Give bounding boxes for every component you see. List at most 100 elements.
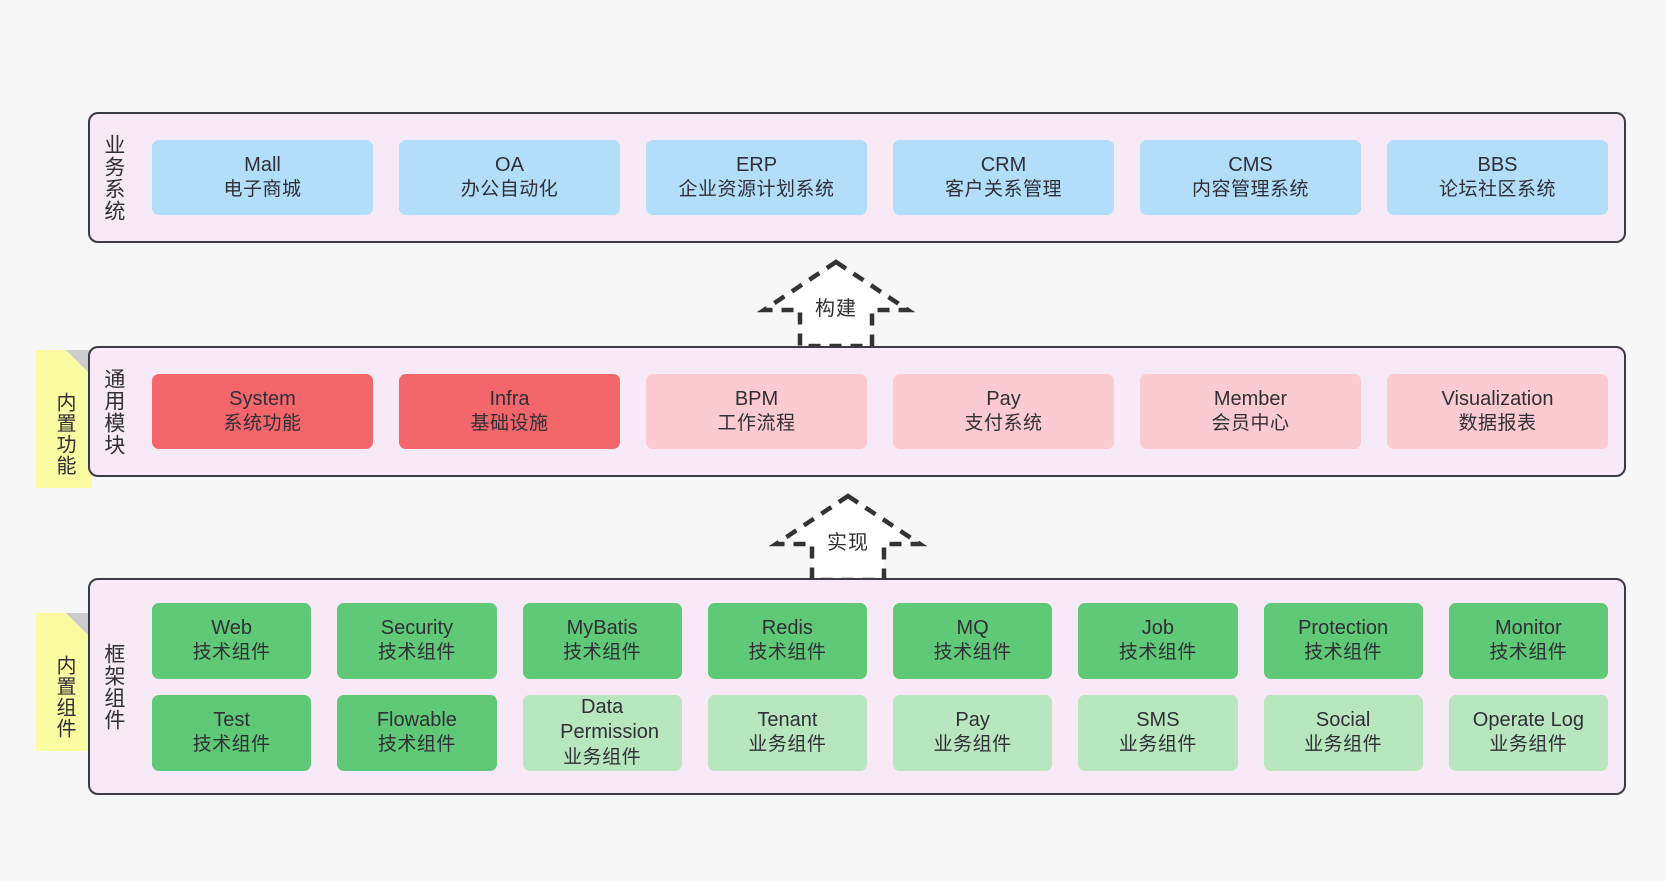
box-title: Operate Log — [1472, 708, 1584, 731]
box-protection[interactable]: Protection 技术组件 — [1263, 602, 1423, 679]
note-fold-corner-icon — [66, 350, 92, 376]
box-subtitle: 工作流程 — [717, 413, 796, 435]
box-title: Data Permission — [560, 695, 660, 744]
box-subtitle: 业务组件 — [563, 746, 642, 768]
layer-label-common-module: 通用模块 — [101, 367, 125, 456]
sticky-note-builtin-component: 内置组件 — [36, 613, 92, 751]
box-test[interactable]: Test 技术组件 — [152, 694, 312, 771]
sticky-note-builtin-function: 内置功能 — [36, 350, 92, 488]
box-subtitle: 技术组件 — [748, 642, 827, 664]
box-mybatis[interactable]: MyBatis 技术组件 — [522, 602, 682, 679]
layer-body-common-module: System 系统功能 Infra 基础设施 BPM 工作流程 Pay 支付系统… — [136, 348, 1624, 475]
layer-body-business-system: Mall 电子商城 OA 办公自动化 ERP 企业资源计划系统 CRM 客户关系… — [136, 114, 1624, 241]
box-tenant[interactable]: Tenant 业务组件 — [707, 694, 867, 771]
box-title: Flowable — [376, 708, 457, 731]
box-member[interactable]: Member 会员中心 — [1140, 374, 1361, 449]
box-bpm[interactable]: BPM 工作流程 — [646, 374, 867, 449]
box-title: Pay — [986, 387, 1021, 410]
box-sms[interactable]: SMS 业务组件 — [1078, 694, 1238, 771]
box-subtitle: 论坛社区系统 — [1438, 179, 1556, 201]
box-row: Test 技术组件 Flowable 技术组件 Data Permission … — [152, 694, 1608, 771]
connector-label: 实现 — [827, 531, 869, 554]
box-title: CMS — [1228, 153, 1273, 176]
box-title: BBS — [1477, 153, 1518, 176]
box-mall[interactable]: Mall 电子商城 — [152, 140, 373, 215]
box-subtitle: 技术组件 — [933, 642, 1012, 664]
box-subtitle: 技术组件 — [1118, 642, 1197, 664]
box-title: MQ — [956, 616, 989, 639]
box-subtitle: 技术组件 — [192, 734, 271, 756]
box-subtitle: 数据报表 — [1458, 413, 1537, 435]
box-row: System 系统功能 Infra 基础设施 BPM 工作流程 Pay 支付系统… — [152, 374, 1608, 449]
box-title: Protection — [1298, 616, 1389, 639]
box-title: SMS — [1136, 708, 1180, 731]
box-subtitle: 业务组件 — [1489, 734, 1568, 756]
box-row: Web 技术组件 Security 技术组件 MyBatis 技术组件 Redi… — [152, 602, 1608, 679]
box-subtitle: 技术组件 — [1489, 642, 1568, 664]
box-job[interactable]: Job 技术组件 — [1078, 602, 1238, 679]
layer-label-business-system: 业务系统 — [101, 133, 125, 222]
box-subtitle: 业务组件 — [1118, 734, 1197, 756]
connector-label: 构建 — [815, 297, 857, 320]
box-bbs[interactable]: BBS 论坛社区系统 — [1387, 140, 1608, 215]
layer-common-module: 通用模块 System 系统功能 Infra 基础设施 BPM 工作流程 Pay… — [88, 346, 1626, 477]
box-flowable[interactable]: Flowable 技术组件 — [337, 694, 497, 771]
box-pay[interactable]: Pay 支付系统 — [893, 374, 1114, 449]
note-text: 内置功能 — [53, 392, 75, 476]
box-pay-component[interactable]: Pay 业务组件 — [893, 694, 1053, 771]
box-social[interactable]: Social 业务组件 — [1263, 694, 1423, 771]
box-mq[interactable]: MQ 技术组件 — [893, 602, 1053, 679]
box-subtitle: 技术组件 — [1304, 642, 1383, 664]
box-title: Monitor — [1495, 616, 1562, 639]
box-title: Tenant — [757, 708, 818, 731]
box-subtitle: 技术组件 — [377, 734, 456, 756]
note-text: 内置组件 — [53, 655, 75, 739]
box-title: Test — [213, 708, 250, 731]
box-redis[interactable]: Redis 技术组件 — [707, 602, 867, 679]
box-subtitle: 会员中心 — [1211, 413, 1290, 435]
box-subtitle: 支付系统 — [964, 413, 1043, 435]
box-title: MyBatis — [566, 616, 638, 639]
box-subtitle: 电子商城 — [223, 179, 302, 201]
box-subtitle: 办公自动化 — [460, 179, 559, 201]
note-fold-corner-icon — [66, 613, 92, 639]
box-data-permission[interactable]: Data Permission 业务组件 — [522, 694, 682, 771]
box-subtitle: 业务组件 — [748, 734, 827, 756]
box-monitor[interactable]: Monitor 技术组件 — [1448, 602, 1608, 679]
box-subtitle: 基础设施 — [470, 413, 549, 435]
layer-framework-component: 框架组件 Web 技术组件 Security 技术组件 MyBatis 技术组件… — [88, 578, 1626, 795]
box-title: Job — [1141, 616, 1174, 639]
box-title: OA — [495, 153, 524, 176]
box-title: BPM — [734, 387, 779, 410]
box-subtitle: 业务组件 — [1304, 734, 1383, 756]
box-title: CRM — [980, 153, 1027, 176]
box-web[interactable]: Web 技术组件 — [152, 602, 312, 679]
box-erp[interactable]: ERP 企业资源计划系统 — [646, 140, 867, 215]
box-subtitle: 技术组件 — [563, 642, 642, 664]
layer-business-system: 业务系统 Mall 电子商城 OA 办公自动化 ERP 企业资源计划系统 CRM… — [88, 112, 1626, 243]
box-subtitle: 系统功能 — [223, 413, 302, 435]
box-subtitle: 内容管理系统 — [1191, 179, 1309, 201]
box-title: System — [229, 387, 296, 410]
box-title: Web — [211, 616, 252, 639]
box-cms[interactable]: CMS 内容管理系统 — [1140, 140, 1361, 215]
box-subtitle: 企业资源计划系统 — [678, 179, 835, 201]
box-subtitle: 技术组件 — [192, 642, 271, 664]
box-oa[interactable]: OA 办公自动化 — [399, 140, 620, 215]
box-security[interactable]: Security 技术组件 — [337, 602, 497, 679]
box-title: Security — [380, 616, 453, 639]
box-operate-log[interactable]: Operate Log 业务组件 — [1448, 694, 1608, 771]
box-title: Redis — [761, 616, 813, 639]
layer-label-framework-component: 框架组件 — [101, 642, 125, 731]
box-subtitle: 客户关系管理 — [944, 179, 1062, 201]
box-system[interactable]: System 系统功能 — [152, 374, 373, 449]
box-title: ERP — [735, 153, 778, 176]
box-crm[interactable]: CRM 客户关系管理 — [893, 140, 1114, 215]
box-subtitle: 业务组件 — [933, 734, 1012, 756]
box-visualization[interactable]: Visualization 数据报表 — [1387, 374, 1608, 449]
box-title: Social — [1315, 708, 1371, 731]
box-infra[interactable]: Infra 基础设施 — [399, 374, 620, 449]
box-title: Mall — [244, 153, 281, 176]
box-row: Mall 电子商城 OA 办公自动化 ERP 企业资源计划系统 CRM 客户关系… — [152, 140, 1608, 215]
